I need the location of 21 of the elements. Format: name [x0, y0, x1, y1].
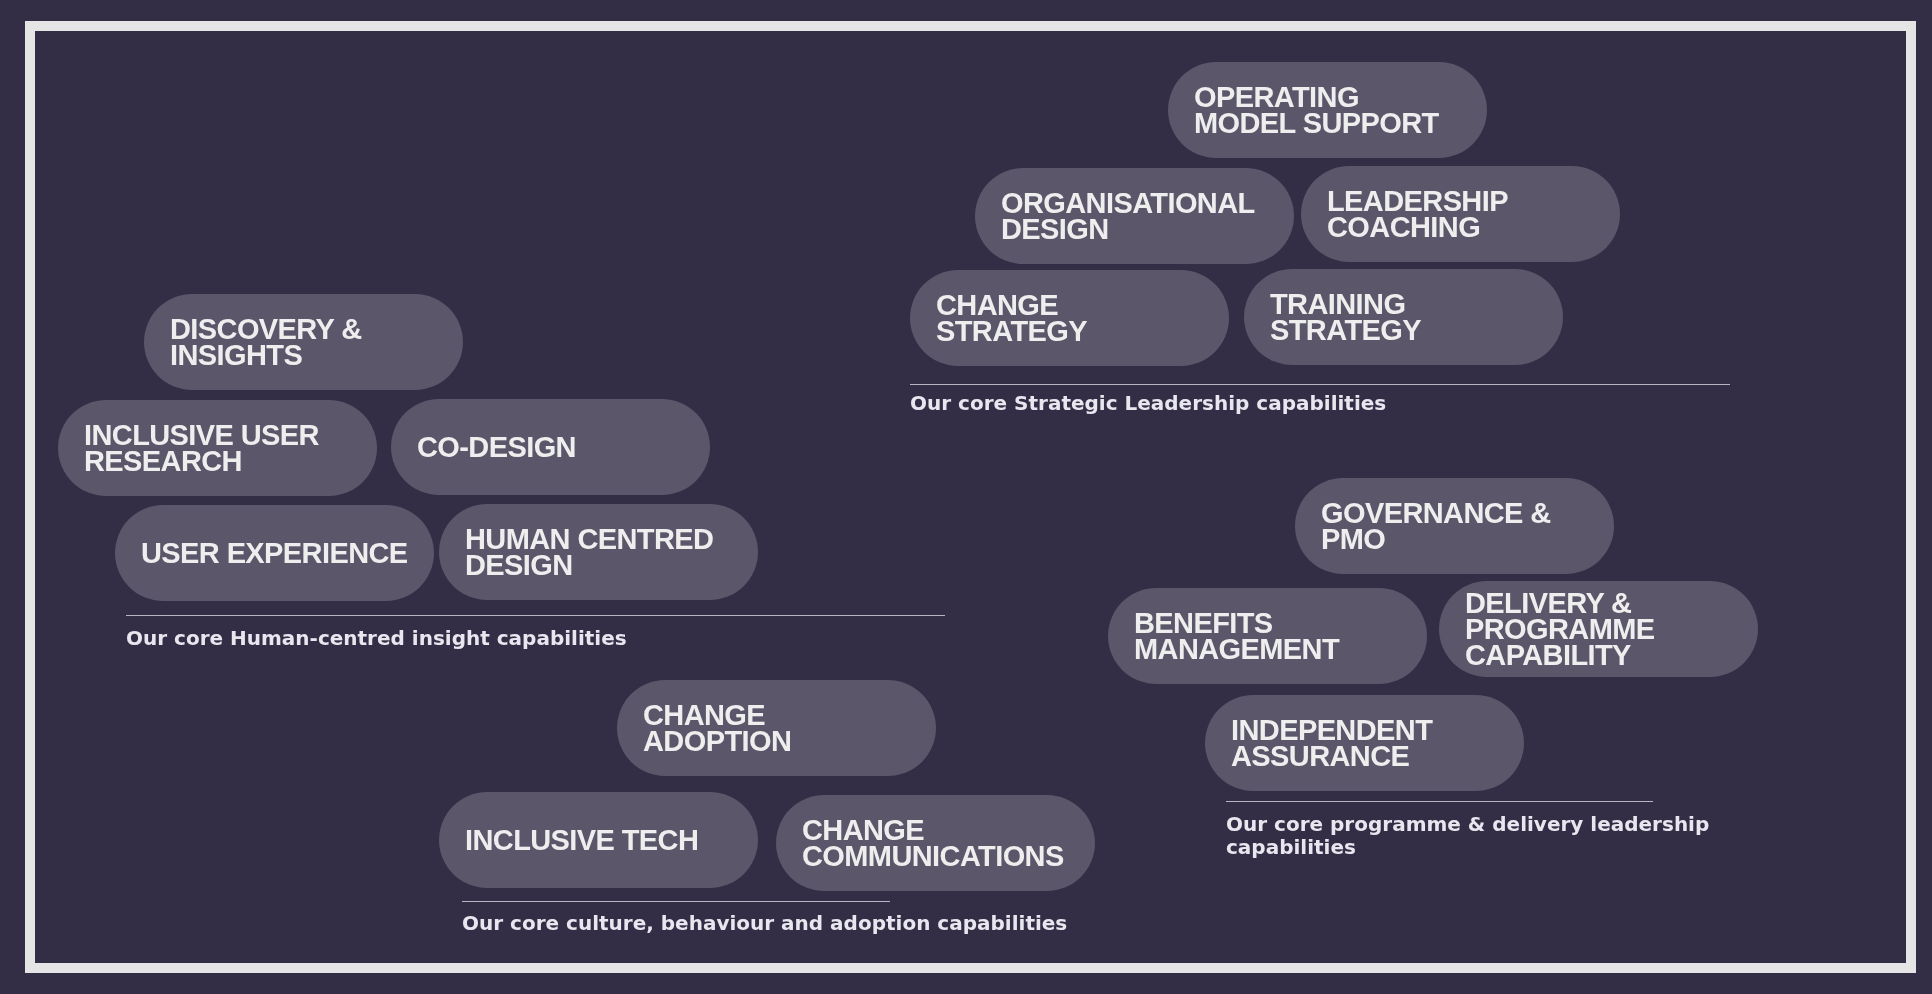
capability-text: CHANGE ADOPTION: [643, 702, 793, 754]
capability-text: TRAINING STRATEGY: [1270, 291, 1422, 343]
capability-text: CHANGE COMMUNICATIONS: [802, 817, 1065, 869]
capability-text: ORGANISATIONAL DESIGN: [1001, 190, 1256, 242]
capability-text: DELIVERY & PROGRAMME CAPABILITY: [1465, 590, 1656, 668]
capability-text: HUMAN CENTRED DESIGN: [465, 526, 715, 578]
capability-text: LEADERSHIP COACHING: [1327, 188, 1509, 240]
capability-text: DISCOVERY & INSIGHTS: [170, 316, 363, 368]
group-caption: Our core programme & delivery leadership capabilities: [1226, 813, 1711, 859]
capability-text: CO-DESIGN: [417, 434, 576, 460]
capability-text: USER EXPERIENCE: [141, 540, 408, 566]
capability-text: INCLUSIVE TECH: [465, 827, 699, 853]
capability-text: BENEFITS MANAGEMENT: [1134, 610, 1341, 662]
group-caption: Our core Strategic Leadership capabilities: [910, 392, 1387, 415]
group-caption: Our core culture, behaviour and adoption capabilities: [462, 912, 1068, 935]
capability-text: GOVERNANCE & PMO: [1321, 500, 1552, 552]
group-caption: Our core Human-centred insight capabilities: [126, 627, 627, 650]
capability-text: INCLUSIVE USER RESEARCH: [84, 422, 320, 474]
capability-text: CHANGE STRATEGY: [936, 292, 1088, 344]
capability-text: INDEPENDENT ASSURANCE: [1231, 717, 1434, 769]
capability-text: OPERATING MODEL SUPPORT: [1194, 84, 1440, 136]
